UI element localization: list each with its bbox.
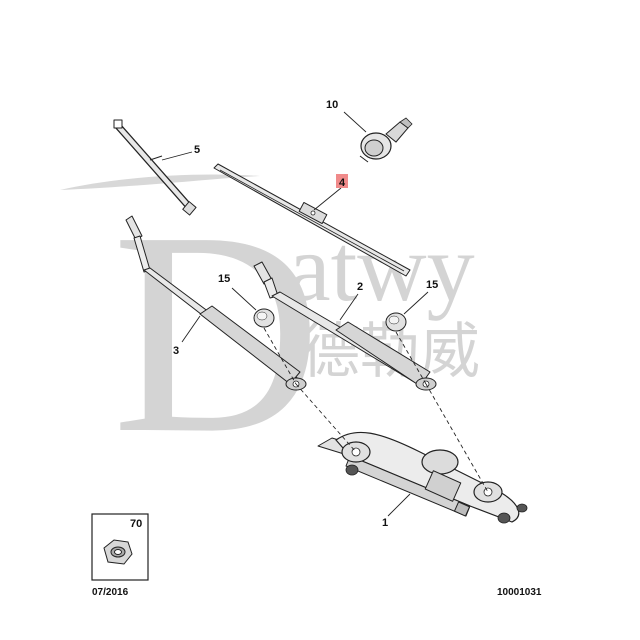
callout-4: 4: [339, 177, 346, 189]
callout-70: 70: [130, 518, 142, 530]
callout-15-right: 15: [426, 279, 438, 291]
watermark-letter-d: D: [112, 172, 321, 493]
part-15-cap-left: [253, 308, 275, 328]
callout-10: 10: [326, 99, 338, 111]
part-10-sensor: [359, 117, 413, 163]
watermark: D atwy 德勒威: [60, 172, 480, 493]
footer-reference: 10001031: [497, 587, 542, 598]
watermark-swoosh: [60, 174, 260, 190]
callout-5: 5: [194, 144, 200, 156]
callout-1: 1: [382, 517, 388, 529]
assembly-lines: [263, 327, 489, 493]
callout-4-highlight: [336, 174, 348, 188]
part-4-wiper-blade: [213, 163, 411, 277]
callout-2: 2: [357, 281, 363, 293]
part-5-wiper-blade: [113, 119, 197, 216]
inset-part-70: 70: [91, 513, 149, 581]
nut-icon: [103, 539, 133, 565]
part-15-cap-right: [385, 312, 407, 332]
callout-15-left: 15: [218, 273, 230, 285]
leader-lines: [161, 111, 429, 517]
callout-3: 3: [173, 345, 179, 357]
watermark-text-latin: atwy: [288, 214, 475, 321]
part-2-wiper-arm: [253, 261, 437, 391]
footer-date: 07/2016: [92, 587, 129, 598]
part-1-wiper-motor-linkage: [317, 431, 528, 524]
